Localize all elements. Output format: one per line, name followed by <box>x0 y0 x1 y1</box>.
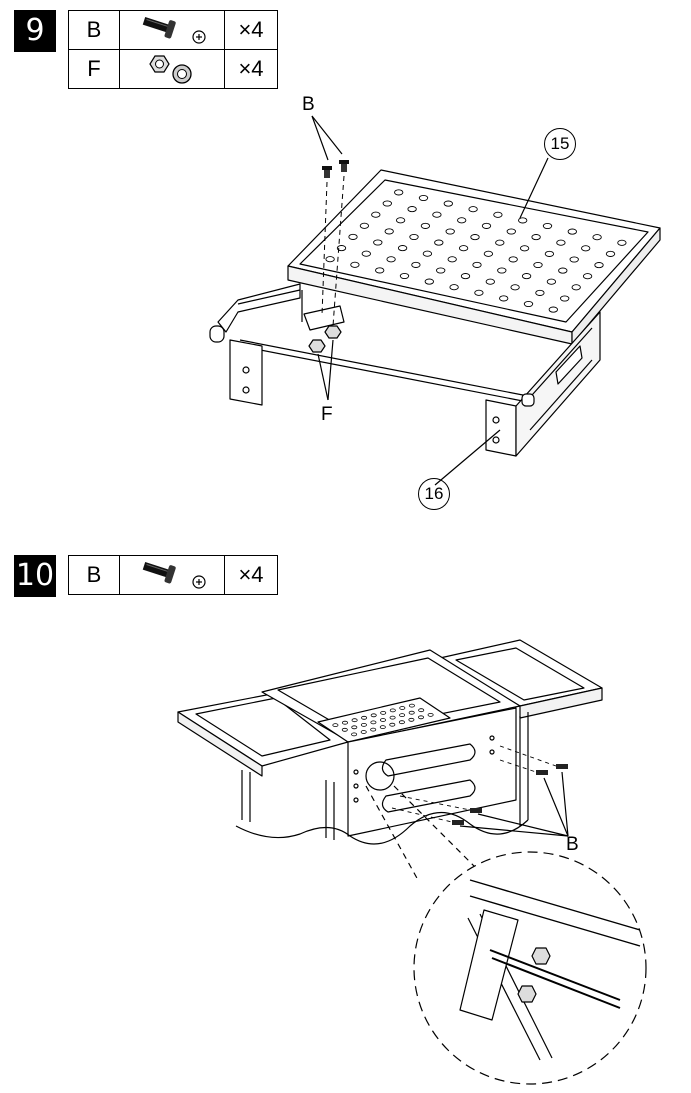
bolt-callout-b: B <box>566 834 579 856</box>
